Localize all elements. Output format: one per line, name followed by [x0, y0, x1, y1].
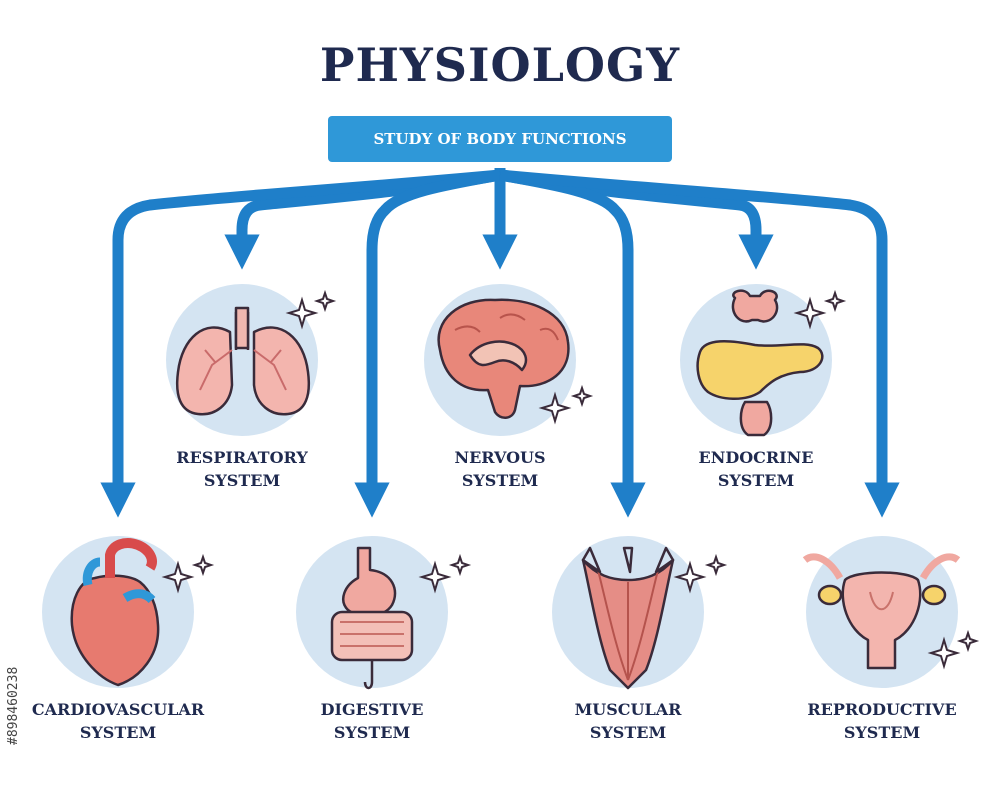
sparkle-icons — [161, 289, 980, 670]
label-line: SYSTEM — [203, 471, 281, 490]
label-reproductive: REPRODUCTIVE SYSTEM — [772, 698, 992, 744]
subtitle-text: STUDY OF BODY FUNCTIONS — [373, 130, 627, 148]
lungs-icon — [176, 306, 310, 416]
label-line: NERVOUS — [454, 448, 546, 467]
stock-id-watermark: #898460238 — [6, 666, 21, 745]
label-digestive: DIGESTIVE SYSTEM — [262, 698, 482, 744]
label-nervous: NERVOUS SYSTEM — [390, 446, 610, 492]
uterus-icon — [802, 553, 961, 670]
label-line: SYSTEM — [843, 723, 921, 742]
label-line: ENDOCRINE — [698, 448, 814, 467]
label-line: SYSTEM — [333, 723, 411, 742]
sparkle-icon — [793, 296, 827, 330]
label-line: SYSTEM — [589, 723, 667, 742]
sparkle-icon — [704, 553, 728, 577]
label-line: SYSTEM — [717, 471, 795, 490]
sparkle-icon — [956, 629, 980, 653]
sparkle-icon — [191, 553, 215, 577]
label-cardiovascular: CARDIOVASCULAR SYSTEM — [8, 698, 228, 744]
page-title: PHYSIOLOGY — [319, 38, 681, 92]
label-muscular: MUSCULAR SYSTEM — [518, 698, 738, 744]
subtitle-box: STUDY OF BODY FUNCTIONS — [328, 116, 672, 162]
sparkle-icon — [313, 289, 337, 313]
label-line: SYSTEM — [461, 471, 539, 490]
arrow-reproductive — [499, 169, 900, 518]
label-respiratory: RESPIRATORY SYSTEM — [132, 446, 352, 492]
sparkle-icon — [285, 296, 319, 330]
arrow-digestive — [354, 169, 501, 518]
label-line: SYSTEM — [79, 723, 157, 742]
sparkle-icon — [418, 560, 452, 594]
label-endocrine: ENDOCRINE SYSTEM — [646, 446, 866, 492]
label-line: MUSCULAR — [574, 700, 682, 719]
sparkle-icon — [538, 391, 572, 425]
label-line: RESPIRATORY — [176, 448, 308, 467]
brain-icon — [437, 298, 570, 419]
arrow-cardiovascular — [100, 169, 501, 518]
stomach-intestine-icon — [330, 546, 414, 690]
sparkle-icon — [823, 289, 847, 313]
muscle-icon — [581, 546, 675, 690]
sparkle-icon — [673, 560, 707, 594]
sparkle-icon — [161, 560, 195, 594]
label-line: REPRODUCTIVE — [807, 700, 957, 719]
label-line: DIGESTIVE — [320, 700, 424, 719]
sparkle-icon — [448, 553, 472, 577]
label-line: CARDIOVASCULAR — [31, 700, 205, 719]
connector-arrows — [100, 168, 900, 518]
sparkle-icon — [570, 384, 594, 408]
sparkle-icon — [927, 636, 961, 670]
endocrine-glands-icon — [696, 289, 824, 437]
heart-icon — [70, 538, 160, 687]
